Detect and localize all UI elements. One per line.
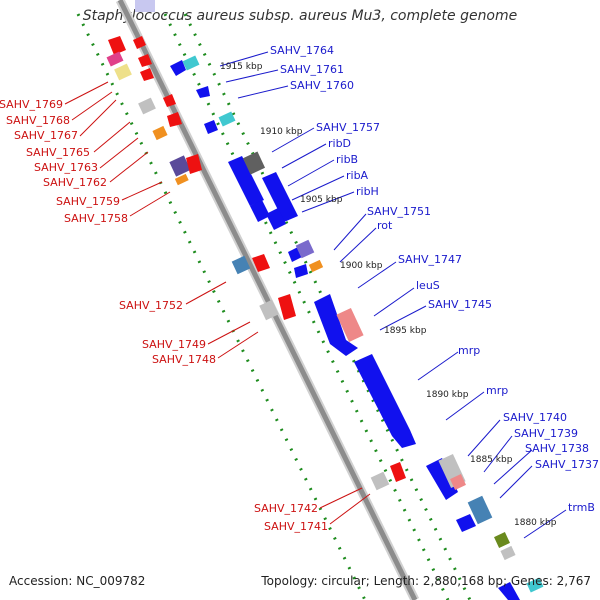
- gene-small-3: [140, 68, 154, 81]
- scale-label-1900: 1900 kbp: [340, 261, 383, 271]
- gene-label-left: SAHV_1759: [56, 195, 120, 208]
- gene-1742: [370, 471, 390, 491]
- gene-1741: [390, 462, 406, 482]
- map-title: Staphylococcus aureus subsp. aureus Mu3,…: [82, 8, 518, 24]
- gene-label-left: SAHV_1758: [64, 212, 128, 225]
- left-gene-labels: SAHV_1769 SAHV_1768 SAHV_1767 SAHV_1765 …: [0, 98, 328, 533]
- gene-ribD: [242, 151, 266, 175]
- gene-1747: [308, 259, 324, 273]
- scale-label-1910: 1910 kbp: [260, 127, 303, 137]
- gene-1737: [456, 514, 476, 532]
- left-leader-lines: [64, 81, 371, 525]
- gene-label-right: SAHV_1761: [280, 63, 344, 76]
- gene-label-right: rot: [377, 219, 393, 232]
- gene-1749: [259, 299, 279, 321]
- gene-edge-2: [526, 577, 544, 593]
- gene-label-left: SAHV_1741: [264, 520, 328, 533]
- gene-label-right: trmB: [568, 501, 595, 514]
- gene-trmB: [494, 532, 510, 548]
- gene-label-left: SAHV_1752: [119, 299, 183, 312]
- gene-label-left: SAHV_1749: [142, 338, 206, 351]
- scale-label-1890: 1890 kbp: [426, 390, 469, 400]
- gene-label-right: SAHV_1764: [270, 44, 334, 57]
- gene-label-right: mrp: [458, 344, 480, 357]
- gene-1765: [138, 97, 156, 115]
- gene-ribA: [250, 200, 270, 222]
- gene-1768: [106, 51, 124, 67]
- gene-label-left: SAHV_1767: [14, 129, 78, 142]
- gene-1767: [114, 63, 132, 81]
- forward-strand-genes: [106, 36, 406, 491]
- gene-1748: [278, 294, 296, 320]
- right-leader-lines: [219, 51, 567, 539]
- gene-label-right: SAHV_1737: [535, 458, 599, 471]
- accession-label: Accession: NC_009782: [9, 574, 146, 588]
- gene-1745: [336, 308, 364, 342]
- gene-leuS: [314, 294, 358, 356]
- gene-mrp: [354, 354, 416, 448]
- gene-label-right: SAHV_1738: [525, 442, 589, 455]
- gene-faded-top: [135, 0, 155, 12]
- gene-label-right: SAHV_1747: [398, 253, 462, 266]
- gene-label-left: SAHV_1768: [6, 114, 70, 127]
- gene-1757: [228, 156, 264, 206]
- gene-1760b: [204, 120, 218, 134]
- gene-label-left: SAHV_1762: [43, 176, 107, 189]
- gene-1740: [426, 458, 458, 500]
- gene-label-left: SAHV_1769: [0, 98, 63, 111]
- scale-label-1895: 1895 kbp: [384, 326, 427, 336]
- gene-label-left: SAHV_1748: [152, 353, 216, 366]
- scale-label-1885: 1885 kbp: [470, 455, 513, 465]
- gene-1764b: [182, 55, 200, 71]
- gene-label-left: SAHV_1765: [26, 146, 90, 159]
- gene-1739b: [450, 474, 466, 490]
- gene-label-right: leuS: [416, 279, 440, 292]
- scale-label-1915: 1915 kbp: [220, 62, 263, 72]
- gene-edge-1: [498, 582, 520, 600]
- gene-small-4: [163, 94, 176, 107]
- gene-1762: [169, 155, 191, 177]
- gene-label-right: SAHV_1745: [428, 298, 492, 311]
- gene-label-right: SAHV_1740: [503, 411, 567, 424]
- gene-label-left: SAHV_1763: [34, 161, 98, 174]
- gene-small-1: [133, 36, 146, 49]
- right-gene-labels: SAHV_1764 SAHV_1761 SAHV_1760 SAHV_1757 …: [270, 44, 599, 514]
- gene-1747b: [294, 264, 308, 278]
- gene-label-right: ribH: [356, 185, 379, 198]
- gene-1762b: [186, 154, 202, 174]
- gene-label-right: mrp: [486, 384, 508, 397]
- gene-label-right: SAHV_1757: [316, 121, 380, 134]
- gene-1769: [108, 36, 126, 55]
- gene-small-5: [167, 112, 182, 127]
- gene-label-right: ribA: [346, 169, 369, 182]
- scale-label-1880: 1880 kbp: [514, 518, 557, 528]
- gene-label-right: ribD: [328, 137, 351, 150]
- reverse-strand-genes: [170, 55, 544, 600]
- gene-label-right: SAHV_1751: [367, 205, 431, 218]
- gene-1752: [231, 255, 251, 275]
- gene-small-2: [138, 54, 152, 67]
- scale-labels: 1915 kbp 1910 kbp 1905 kbp 1900 kbp 1895…: [220, 62, 557, 528]
- gene-1752b: [252, 254, 270, 272]
- genome-summary-label: Topology: circular; Length: 2,880,168 bp…: [261, 574, 591, 588]
- gene-1761: [196, 86, 210, 98]
- gene-label-right: SAHV_1739: [514, 427, 578, 440]
- gene-label-left: SAHV_1742: [254, 502, 318, 515]
- gene-1738: [467, 495, 493, 525]
- gene-1759: [174, 173, 189, 186]
- gene-label-right: SAHV_1760: [290, 79, 354, 92]
- gene-label-right: ribB: [336, 153, 358, 166]
- gene-1760: [218, 111, 236, 127]
- gene-1764: [170, 60, 186, 76]
- scale-label-1905: 1905 kbp: [300, 195, 343, 205]
- gene-rot: [295, 239, 315, 259]
- gene-ribB: [262, 172, 298, 222]
- gene-ribH: [266, 208, 286, 230]
- gene-1763: [152, 125, 168, 141]
- gene-trmB-b: [500, 545, 516, 561]
